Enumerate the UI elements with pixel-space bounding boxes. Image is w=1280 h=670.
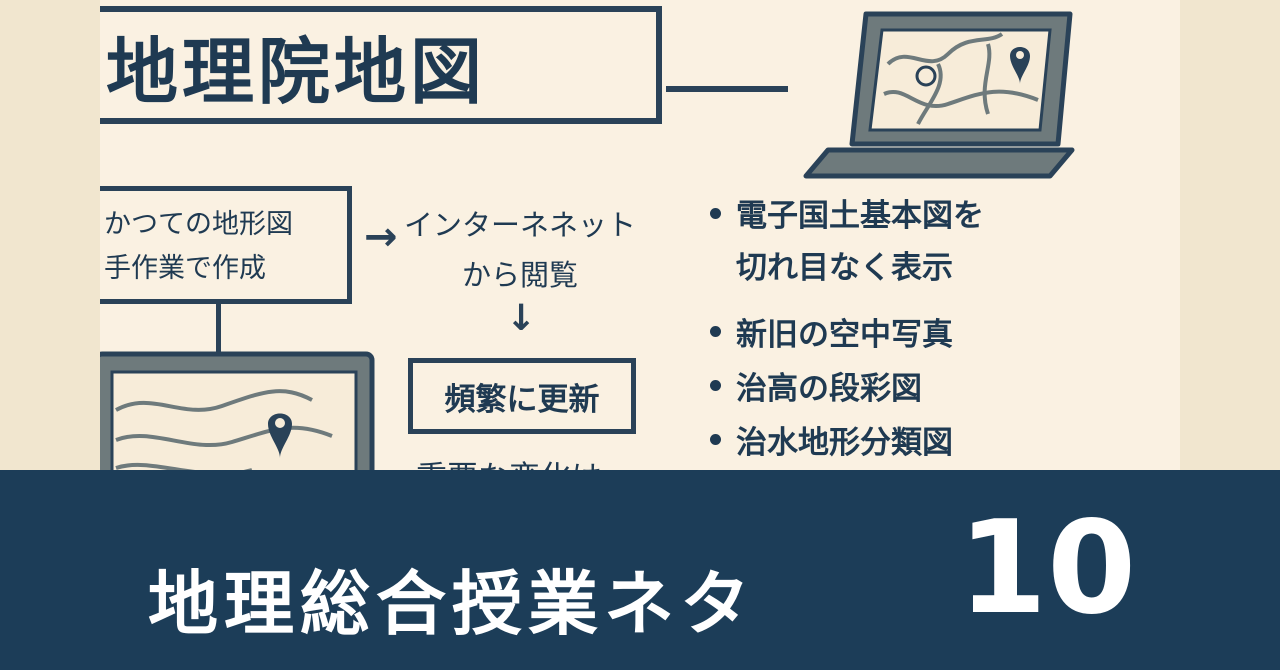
banner-title: 地理総合授業ネタ (148, 563, 756, 645)
internet-line2: から閲覧 (461, 258, 578, 292)
connector-line (666, 86, 788, 92)
feature-item: 電子国土基本図を 切れ目なく表示 (710, 190, 984, 294)
bullet-icon (710, 380, 721, 391)
old-map-line2: 手作業で作成 (104, 253, 266, 284)
bullet-icon (710, 434, 721, 445)
old-map-line1: かつての地形図 (104, 209, 293, 240)
feature-list: 電子国土基本図を 切れ目なく表示 新旧の空中写真 治高の段彩図 治水地形分類図 (710, 190, 984, 470)
feature-item: 治高の段彩図 (710, 362, 984, 416)
map-pin-icon (1010, 47, 1030, 84)
bullet-icon (710, 208, 721, 219)
map-pin-icon (268, 413, 292, 458)
poster-title: 地理院地図 (100, 6, 662, 124)
feature-item: 治水地形分類図 (710, 416, 984, 470)
update-box: 頻繁に更新 (408, 358, 636, 434)
feature-1-line2: 切れ目なく表示 (736, 250, 953, 286)
banner-number: 10 (958, 494, 1137, 643)
internet-text: インターネネット から閲覧 (400, 200, 640, 300)
title-banner (0, 470, 1280, 670)
feature-3: 治高の段彩図 (736, 371, 922, 407)
laptop-icon (803, 11, 1075, 179)
feature-1-line1: 電子国土基本図を (736, 198, 984, 234)
arrow-right-icon: → (364, 214, 398, 260)
connector-line (216, 304, 221, 360)
feature-2: 新旧の空中写真 (736, 317, 953, 353)
arrow-down-icon: ↓ (506, 298, 537, 339)
old-map-box: かつての地形図 手作業で作成 (100, 186, 352, 304)
bullet-icon (710, 326, 721, 337)
internet-line1: インターネネット (403, 208, 636, 242)
feature-item: 新旧の空中写真 (710, 308, 984, 362)
feature-4: 治水地形分類図 (736, 425, 953, 461)
